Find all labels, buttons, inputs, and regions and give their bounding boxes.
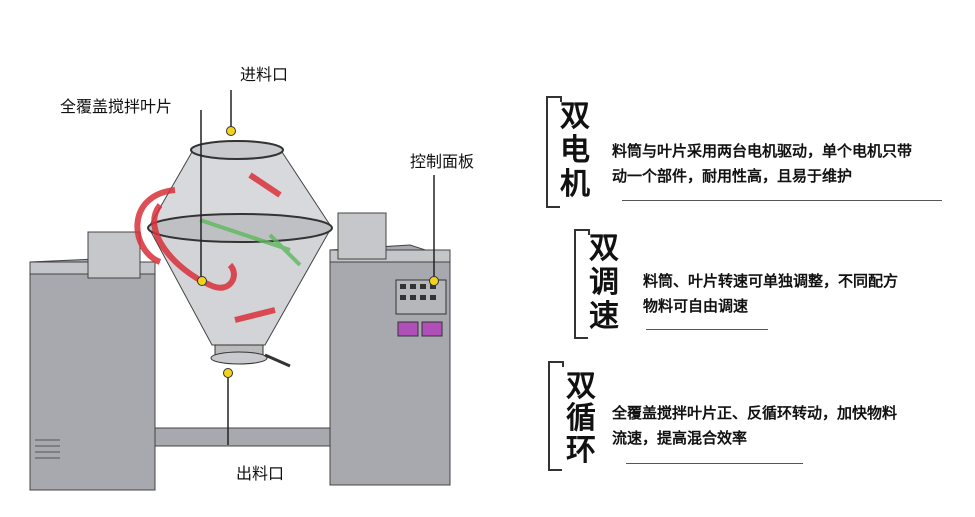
blade-marker [197,276,207,286]
feature-desc-line: 全覆盖搅拌叶片正、反循环转动，加快物料 [612,404,898,422]
bottom-crossbar [154,427,331,447]
mixing-drum [147,140,333,368]
left-support-pillar [29,257,156,491]
divider [646,329,768,330]
feature-desc-line: 料筒、叶片转速可单独调整，不同配方 [643,272,899,290]
control-panel-label: 控制面板 [410,152,475,171]
divider [626,463,803,464]
inlet-marker [226,126,236,136]
feature-bracket [546,96,562,208]
blade-label: 全覆盖搅拌叶片 [60,97,173,116]
panel-marker [429,276,439,286]
outlet-label: 出料口 [236,464,285,483]
feature-desc-line: 流速，提高混合效率 [612,429,748,447]
feature-bracket [548,361,564,471]
outlet-marker [223,368,233,378]
divider [622,200,942,201]
feature-desc-line: 物料可自由调速 [643,297,749,315]
feature-bracket [574,229,590,339]
mixer-illustration [29,90,451,491]
inlet-label: 进料口 [240,65,289,84]
left-motor-box [87,231,141,279]
right-motor-box [337,212,387,260]
control-panel [395,279,447,337]
feature-desc-line: 动一个部件，耐用性高，且易于维护 [612,167,853,185]
feature-desc-line: 料筒与叶片采用两台电机驱动，单个电机只带 [612,142,913,160]
